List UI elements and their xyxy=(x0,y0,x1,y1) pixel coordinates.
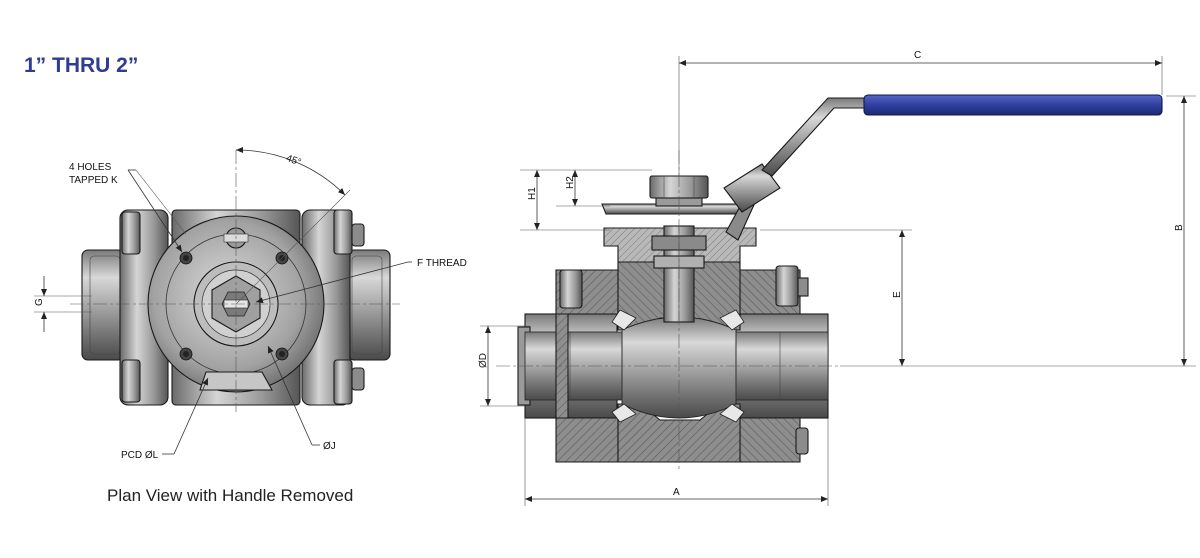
handle-grip xyxy=(863,94,1163,116)
f-thread-label: F THREAD xyxy=(417,258,467,269)
plan-view: 45° G 4 HOLES TAPPED K F THREAD PCD ØL Ø… xyxy=(34,146,467,461)
pcd-label: PCD ØL xyxy=(121,450,159,461)
dim-h1-label: H1 xyxy=(527,187,538,200)
dim-h2-label: H2 xyxy=(565,176,576,189)
angle-label: 45° xyxy=(285,153,303,169)
dim-c-label: C xyxy=(914,50,921,61)
g-dimension-label: G xyxy=(34,298,45,306)
dim-e-label: E xyxy=(892,291,903,298)
dim-b-label: B xyxy=(1174,224,1185,231)
plan-view-caption: Plan View with Handle Removed xyxy=(107,486,354,505)
page-title: 1” THRU 2” xyxy=(24,54,139,77)
j-label: ØJ xyxy=(323,441,336,452)
dim-d-label: ØD xyxy=(478,353,489,368)
holes-label-line1: 4 HOLES xyxy=(69,162,112,173)
holes-label-line2: TAPPED K xyxy=(69,175,118,186)
dim-a-label: A xyxy=(673,487,680,498)
section-view: C B E H1 H2 ØD A xyxy=(478,50,1196,506)
